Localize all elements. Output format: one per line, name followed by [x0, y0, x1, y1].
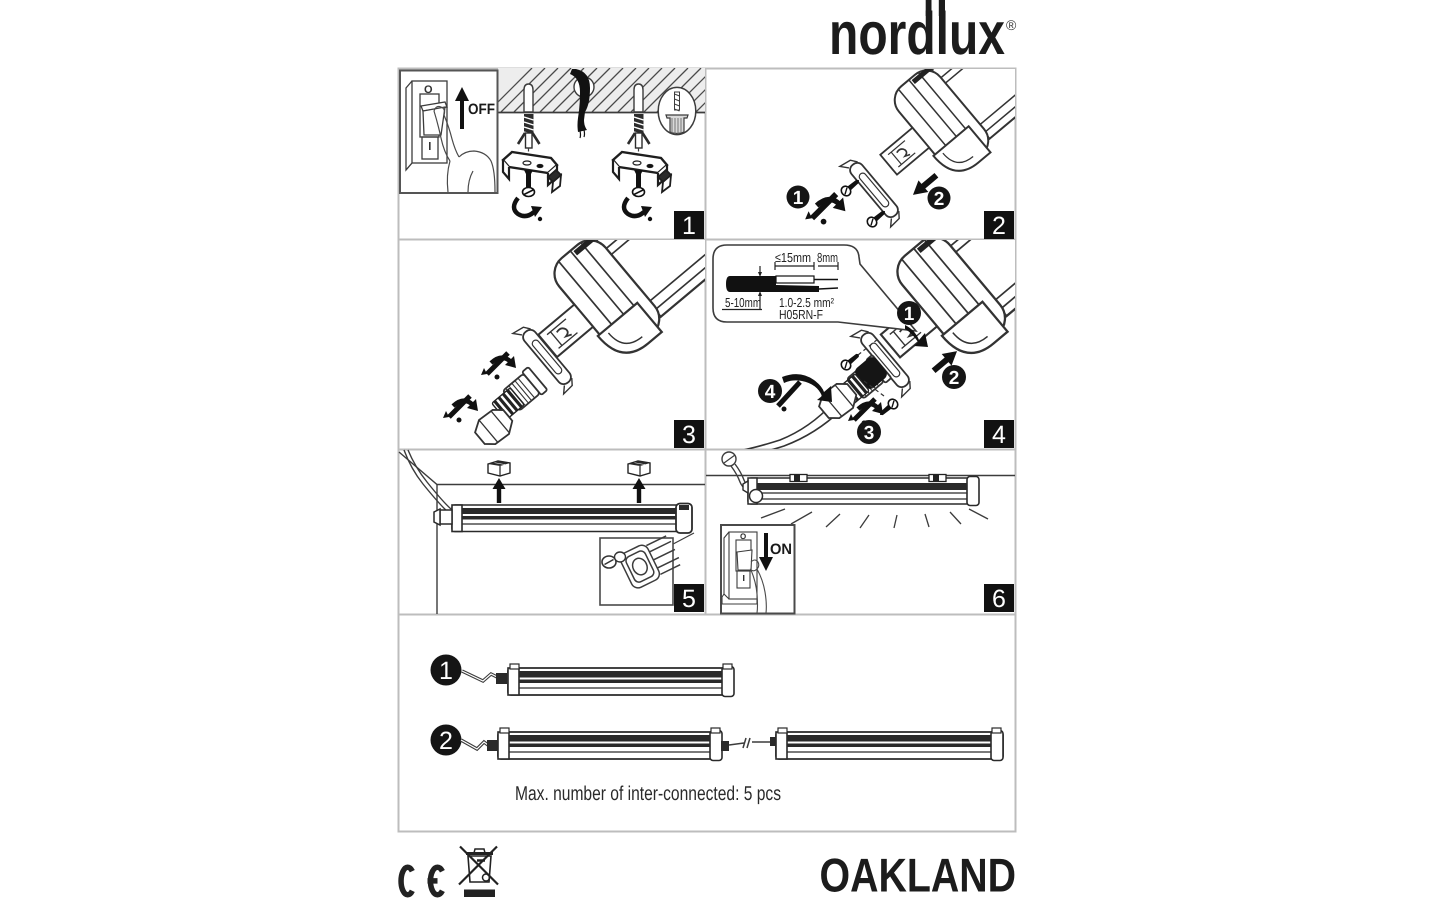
svg-text:2: 2 — [949, 368, 960, 389]
svg-text:5: 5 — [682, 585, 696, 613]
svg-text:6: 6 — [992, 585, 1006, 613]
svg-text:OAKLAND: OAKLAND — [820, 850, 1017, 900]
svg-text:ON: ON — [770, 541, 792, 558]
svg-text:8mm: 8mm — [817, 250, 838, 265]
svg-text:1: 1 — [682, 212, 696, 240]
svg-text:3: 3 — [864, 423, 875, 444]
svg-text:1: 1 — [904, 304, 915, 325]
svg-text:5-10mm: 5-10mm — [725, 295, 761, 310]
svg-text:2: 2 — [439, 727, 453, 755]
svg-text:2: 2 — [992, 212, 1006, 240]
svg-text:O: O — [424, 84, 433, 96]
svg-text:H05RN-F: H05RN-F — [779, 307, 823, 322]
svg-text:4: 4 — [992, 421, 1006, 449]
svg-text:nordlux: nordlux — [829, 0, 1005, 67]
svg-text:1: 1 — [793, 188, 804, 209]
svg-text:®: ® — [1006, 17, 1017, 33]
svg-text:2: 2 — [934, 189, 945, 210]
svg-text:≤15mm: ≤15mm — [775, 250, 811, 265]
svg-text:O: O — [740, 532, 746, 541]
svg-text:Max. number of inter-connected: Max. number of inter-connected: 5 pcs — [515, 783, 781, 805]
svg-text:3: 3 — [682, 421, 696, 449]
svg-text:4: 4 — [765, 382, 776, 403]
svg-text:1.0-2.5 mm²: 1.0-2.5 mm² — [779, 295, 835, 310]
svg-text:1: 1 — [439, 657, 453, 685]
svg-text:OFF: OFF — [468, 101, 495, 118]
